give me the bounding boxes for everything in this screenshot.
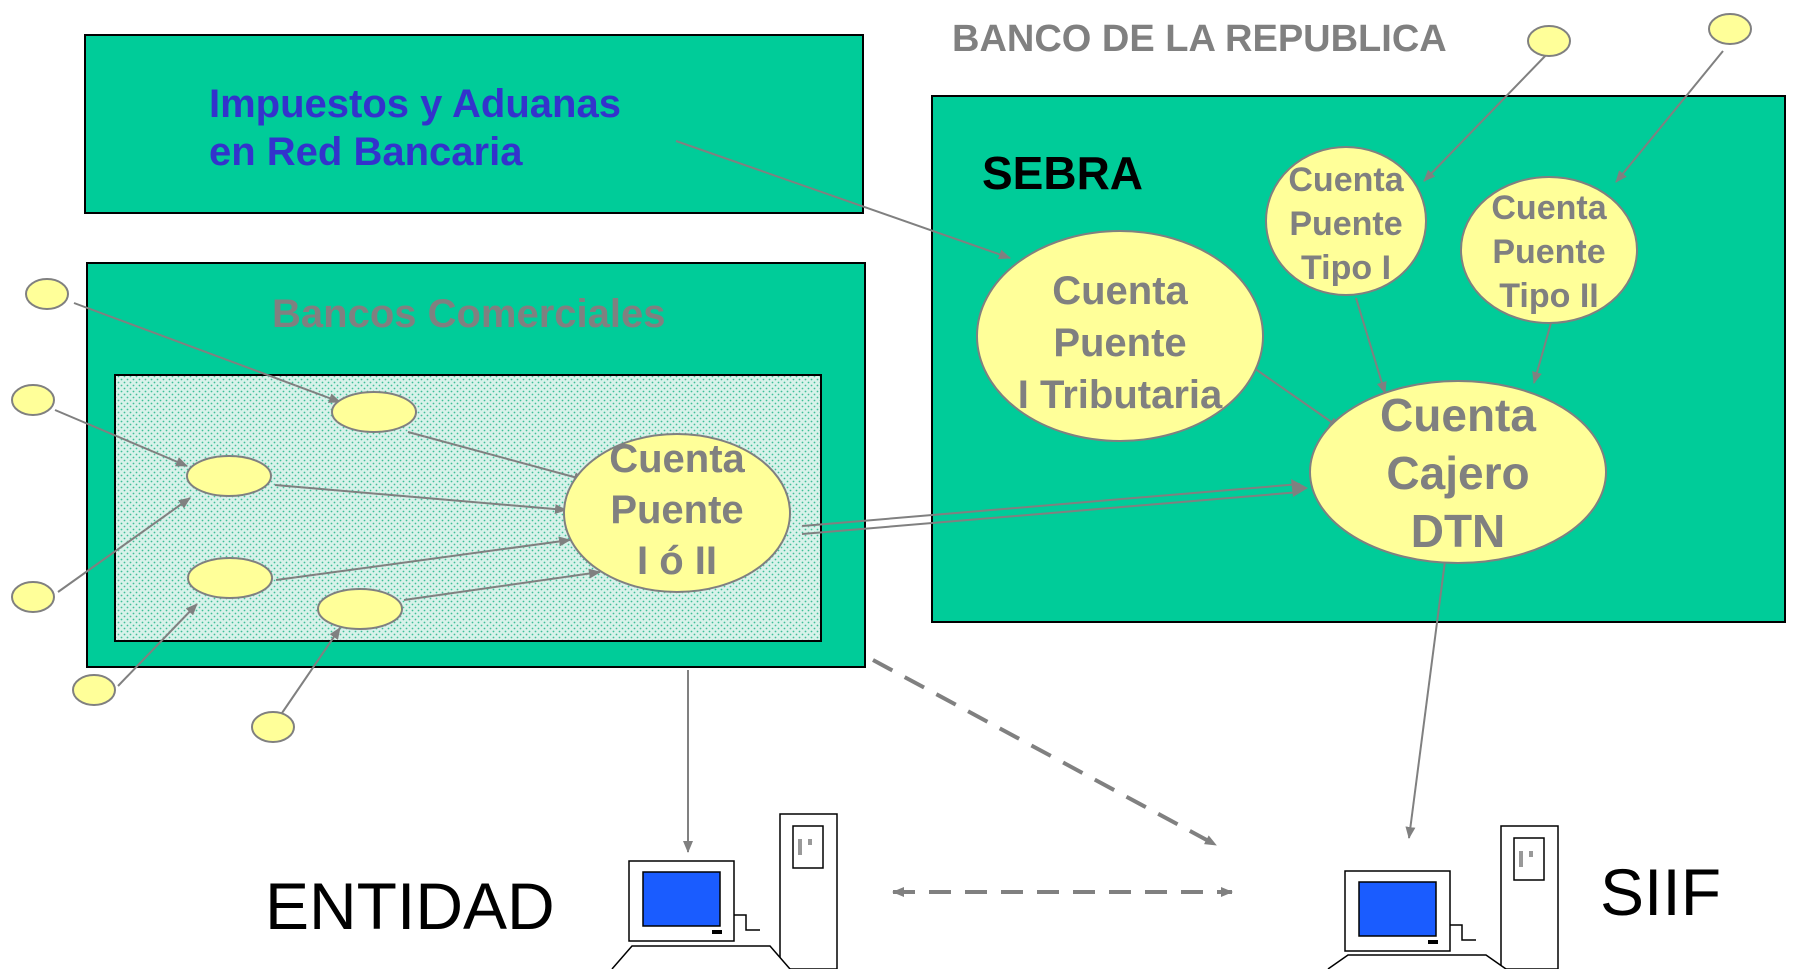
arrow-puente-to-cajero-a (801, 483, 1301, 527)
banco-republica-label: BANCO DE LA REPUBLICA (952, 18, 1447, 60)
arrow-external-to-tipo-ii (1615, 50, 1724, 183)
ellipse-e1 (331, 391, 417, 433)
sebra-label: SEBRA (982, 147, 1144, 199)
arrow-ext4-to-e3 (117, 603, 198, 687)
arrow-ext1-to-e1 (73, 302, 341, 403)
ellipse-e2 (186, 455, 272, 497)
arrow-ext3-to-e2 (57, 497, 191, 593)
ellipse-cuenta-cajero-dtn (1309, 380, 1607, 564)
arrow-external-to-tipo-i (1423, 51, 1550, 182)
arrow-tipo-ii-to-cajero (1532, 322, 1552, 384)
arrow-cajero-to-siif (1405, 560, 1446, 839)
arrow-e1-to-puente (407, 431, 586, 482)
arrow-puente-to-cajero-b (801, 491, 1301, 535)
cuenta-puente-io-ii-label: Cuenta Puente I ó II (609, 437, 745, 583)
ellipse-ext-1 (25, 278, 69, 310)
arrow-ext2-to-e2 (54, 409, 188, 467)
ellipse-cuenta-puente-tipo-i (1265, 146, 1427, 296)
arrow-e2-to-puente (274, 484, 567, 515)
ellipse-ext-3 (11, 581, 55, 613)
bancos-comerciales-label: Bancos Comerciales (272, 292, 666, 336)
computer-entidad-icon (611, 813, 838, 969)
entidad-label: ENTIDAD (265, 869, 555, 943)
cuenta-puente-tipo-ii-label: Cuenta Puente Tipo II (1491, 189, 1607, 315)
ellipse-ext-6 (1527, 25, 1571, 57)
cuenta-puente-tipo-i-label: Cuenta Puente Tipo I (1288, 161, 1404, 287)
arrow-puente-to-cajero-head (1291, 479, 1308, 497)
ellipse-cuenta-puente-io-ii (563, 433, 791, 593)
arrow-ext5-to-e4 (281, 627, 341, 714)
impuestos-label: Impuestos y Aduanas en Red Bancaria (209, 82, 621, 174)
ellipse-ext-7 (1708, 13, 1752, 45)
ellipse-e4 (317, 588, 403, 630)
ellipse-e3 (187, 557, 273, 599)
arrow-tributaria-to-cajero (1253, 367, 1341, 429)
arrow-e3-to-puente (275, 536, 571, 581)
arrow-e4-to-puente (403, 568, 601, 601)
arrow-tipo-i-to-cajero (1355, 297, 1387, 394)
ellipse-ext-2 (11, 384, 55, 416)
ellipse-cuenta-puente-tributaria (976, 230, 1264, 442)
arrow-impuestos-to-tributaria (675, 140, 1011, 260)
impuestos-box (84, 34, 864, 214)
siif-label: SIIF (1600, 855, 1722, 929)
ellipse-ext-5 (251, 711, 295, 743)
cuenta-cajero-dtn-label: Cuenta Cajero DTN (1380, 389, 1536, 557)
ellipse-cuenta-puente-tipo-ii (1460, 176, 1638, 324)
cuenta-puente-tributaria-label: Cuenta Puente I Tributaria (1017, 269, 1223, 417)
ellipse-ext-4 (72, 674, 116, 706)
computer-siif-icon (1327, 825, 1559, 969)
dashed-arrow-bancos-to-siif (872, 658, 1217, 847)
